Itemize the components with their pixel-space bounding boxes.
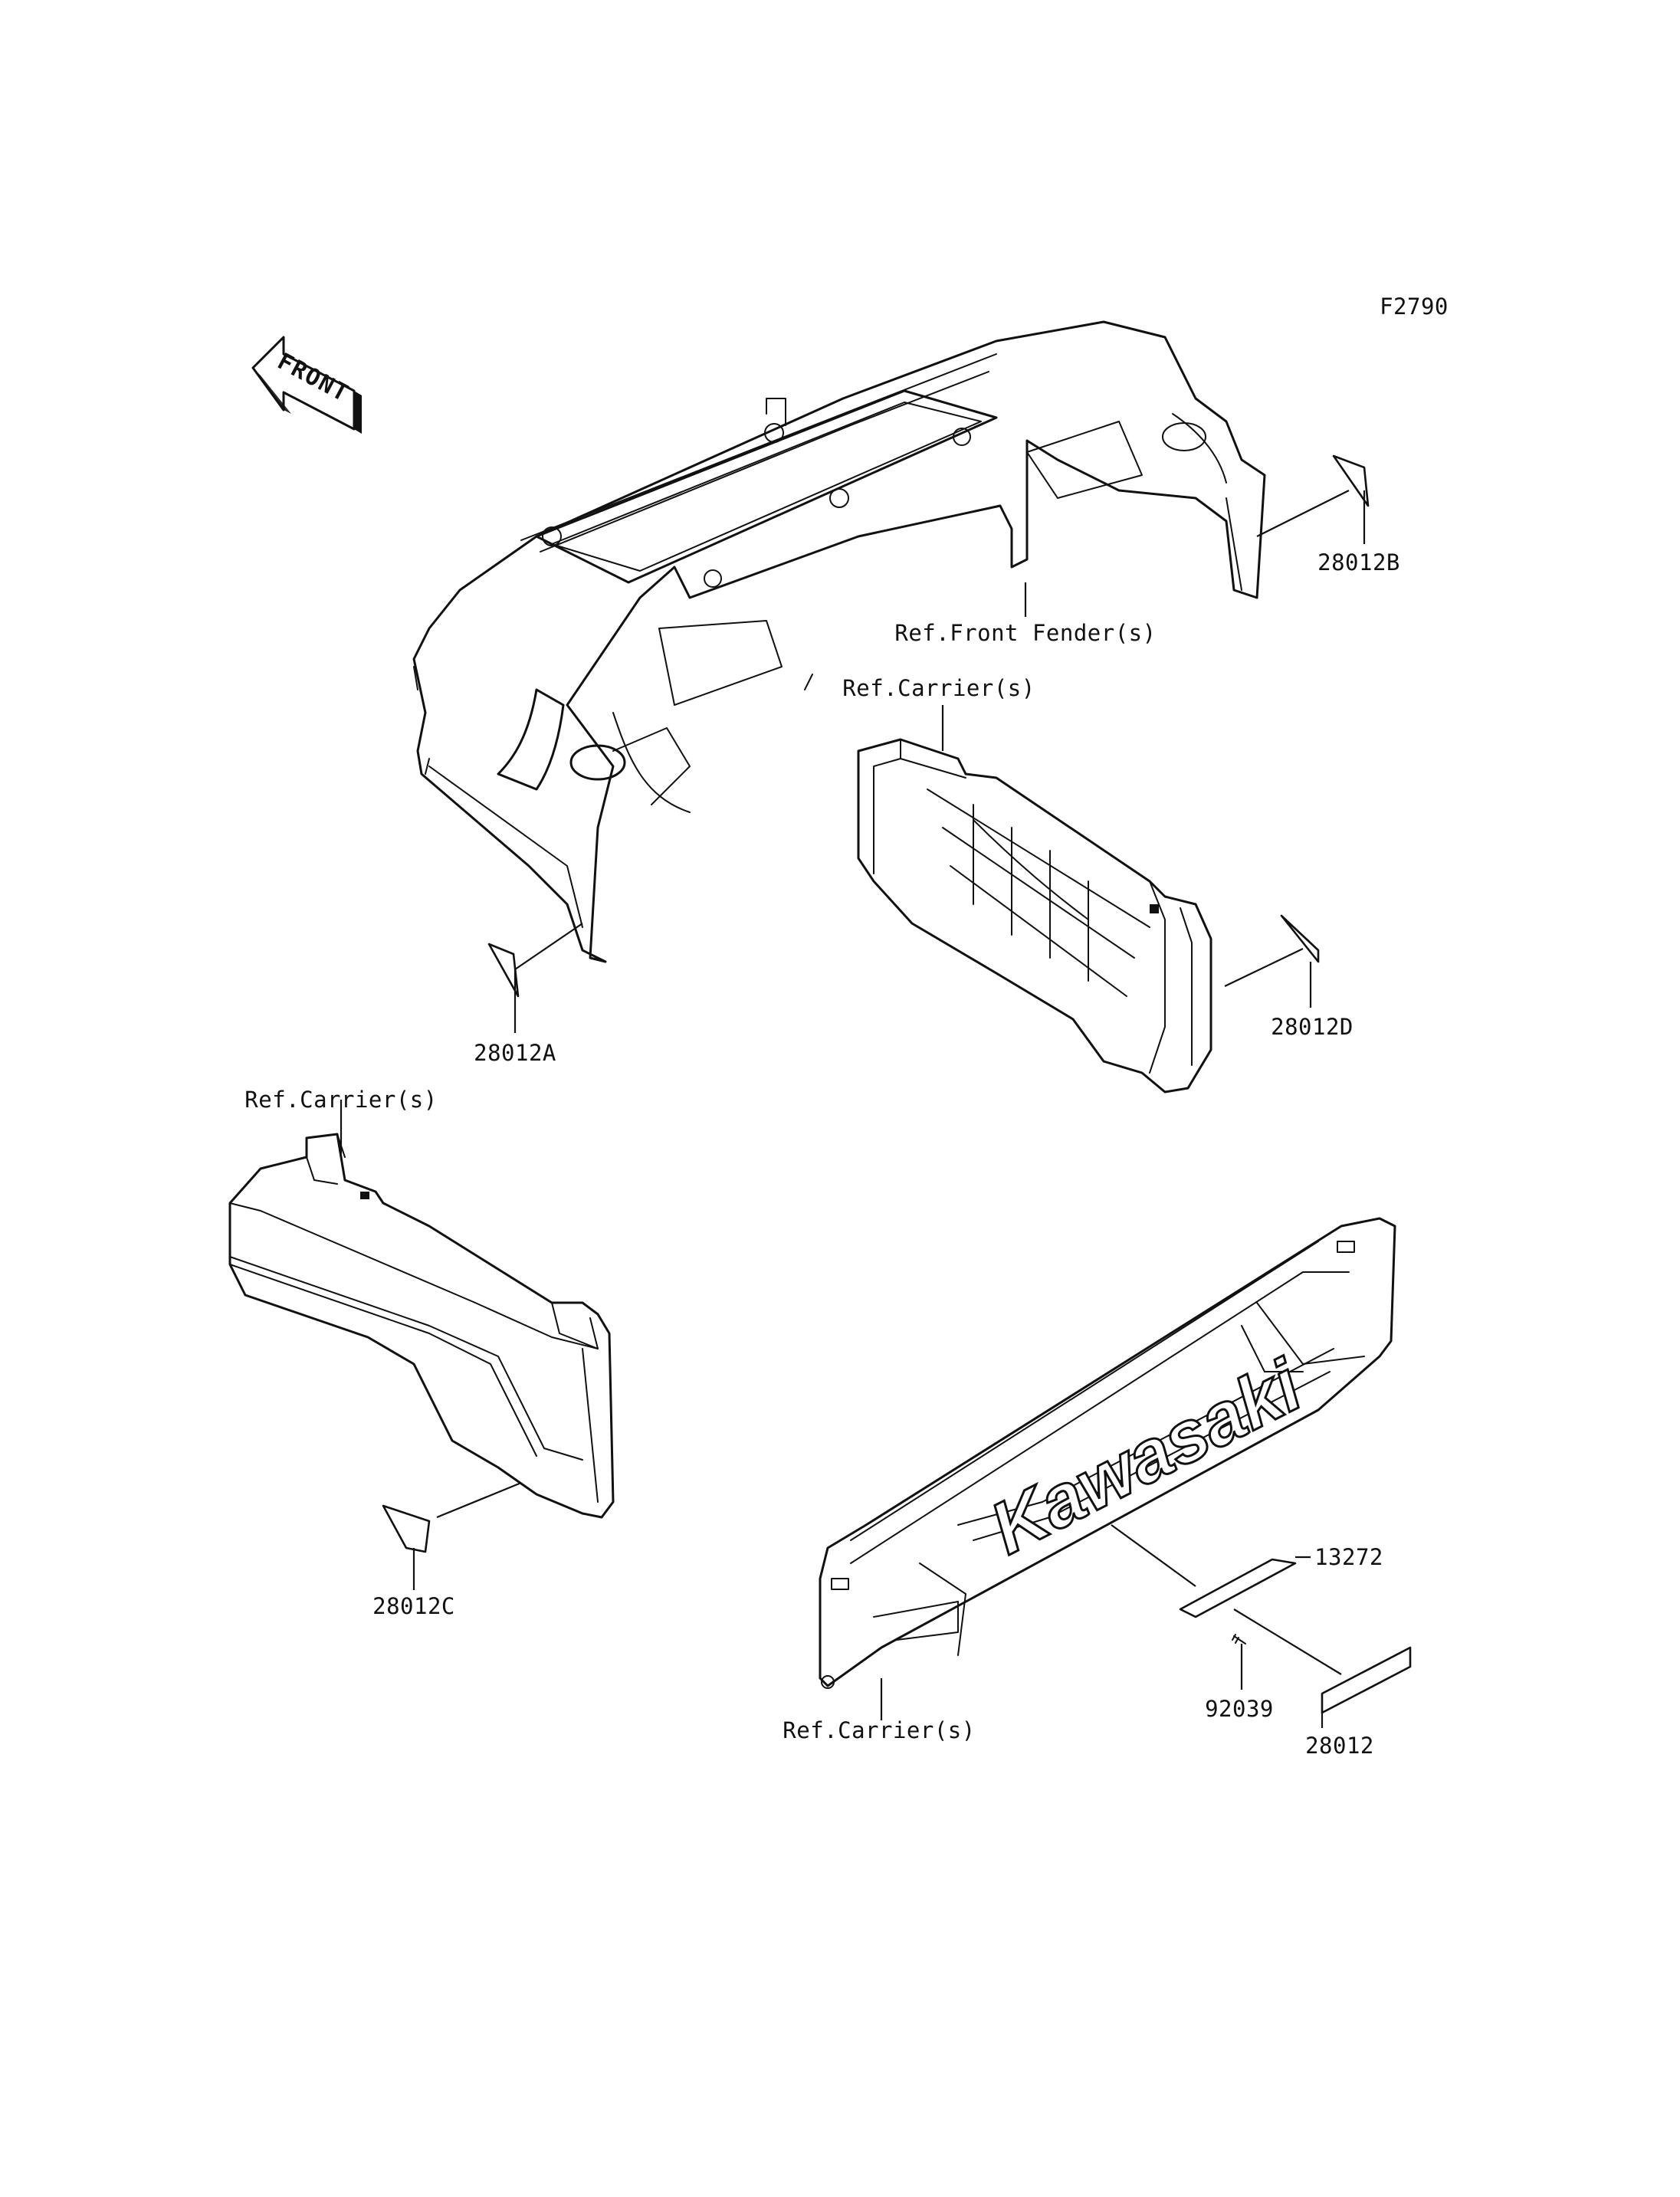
callout-ref-carrier-left: Ref.Carrier(s): [244, 1087, 437, 1113]
carrier-right-part: [857, 738, 1212, 1094]
screw-92039-icon: [1232, 1634, 1246, 1644]
brand-logo: Kawasaki: [978, 1344, 1316, 1570]
callout-ref-carrier-top: Ref.Carrier(s): [842, 675, 1035, 701]
front-arrow-icon: FRONT: [251, 336, 362, 434]
callout-28012c: 28012C: [372, 1593, 455, 1619]
callout-28012b: 28012B: [1317, 549, 1400, 575]
figure-code: F2790: [1380, 293, 1449, 320]
callout-28012d: 28012D: [1271, 1014, 1354, 1040]
decal-28012a-icon: [487, 943, 520, 998]
callout-ref-carrier-bottom: Ref.Carrier(s): [783, 1717, 975, 1743]
carrier-left-part: [228, 1133, 615, 1519]
callout-28012: 28012: [1305, 1733, 1374, 1759]
tailgate-part: Kawasaki: [819, 1217, 1396, 1689]
decal-28012d-icon: [1280, 914, 1320, 963]
decal-28012c-icon: [382, 1504, 431, 1553]
callout-92039: 92039: [1205, 1696, 1274, 1722]
callout-13272: 13272: [1314, 1544, 1383, 1570]
callout-28012a: 28012A: [474, 1040, 556, 1066]
front-fender-part: [412, 320, 1266, 963]
decal-28012b-icon: [1332, 454, 1370, 507]
front-arrow-label: FRONT: [273, 348, 353, 408]
leader-lines: [340, 490, 1366, 1728]
decal-28012-icon: [1321, 1646, 1412, 1714]
emblem-13272-icon: [1179, 1558, 1297, 1618]
callout-ref-front-fender: Ref.Front Fender(s): [894, 620, 1156, 646]
